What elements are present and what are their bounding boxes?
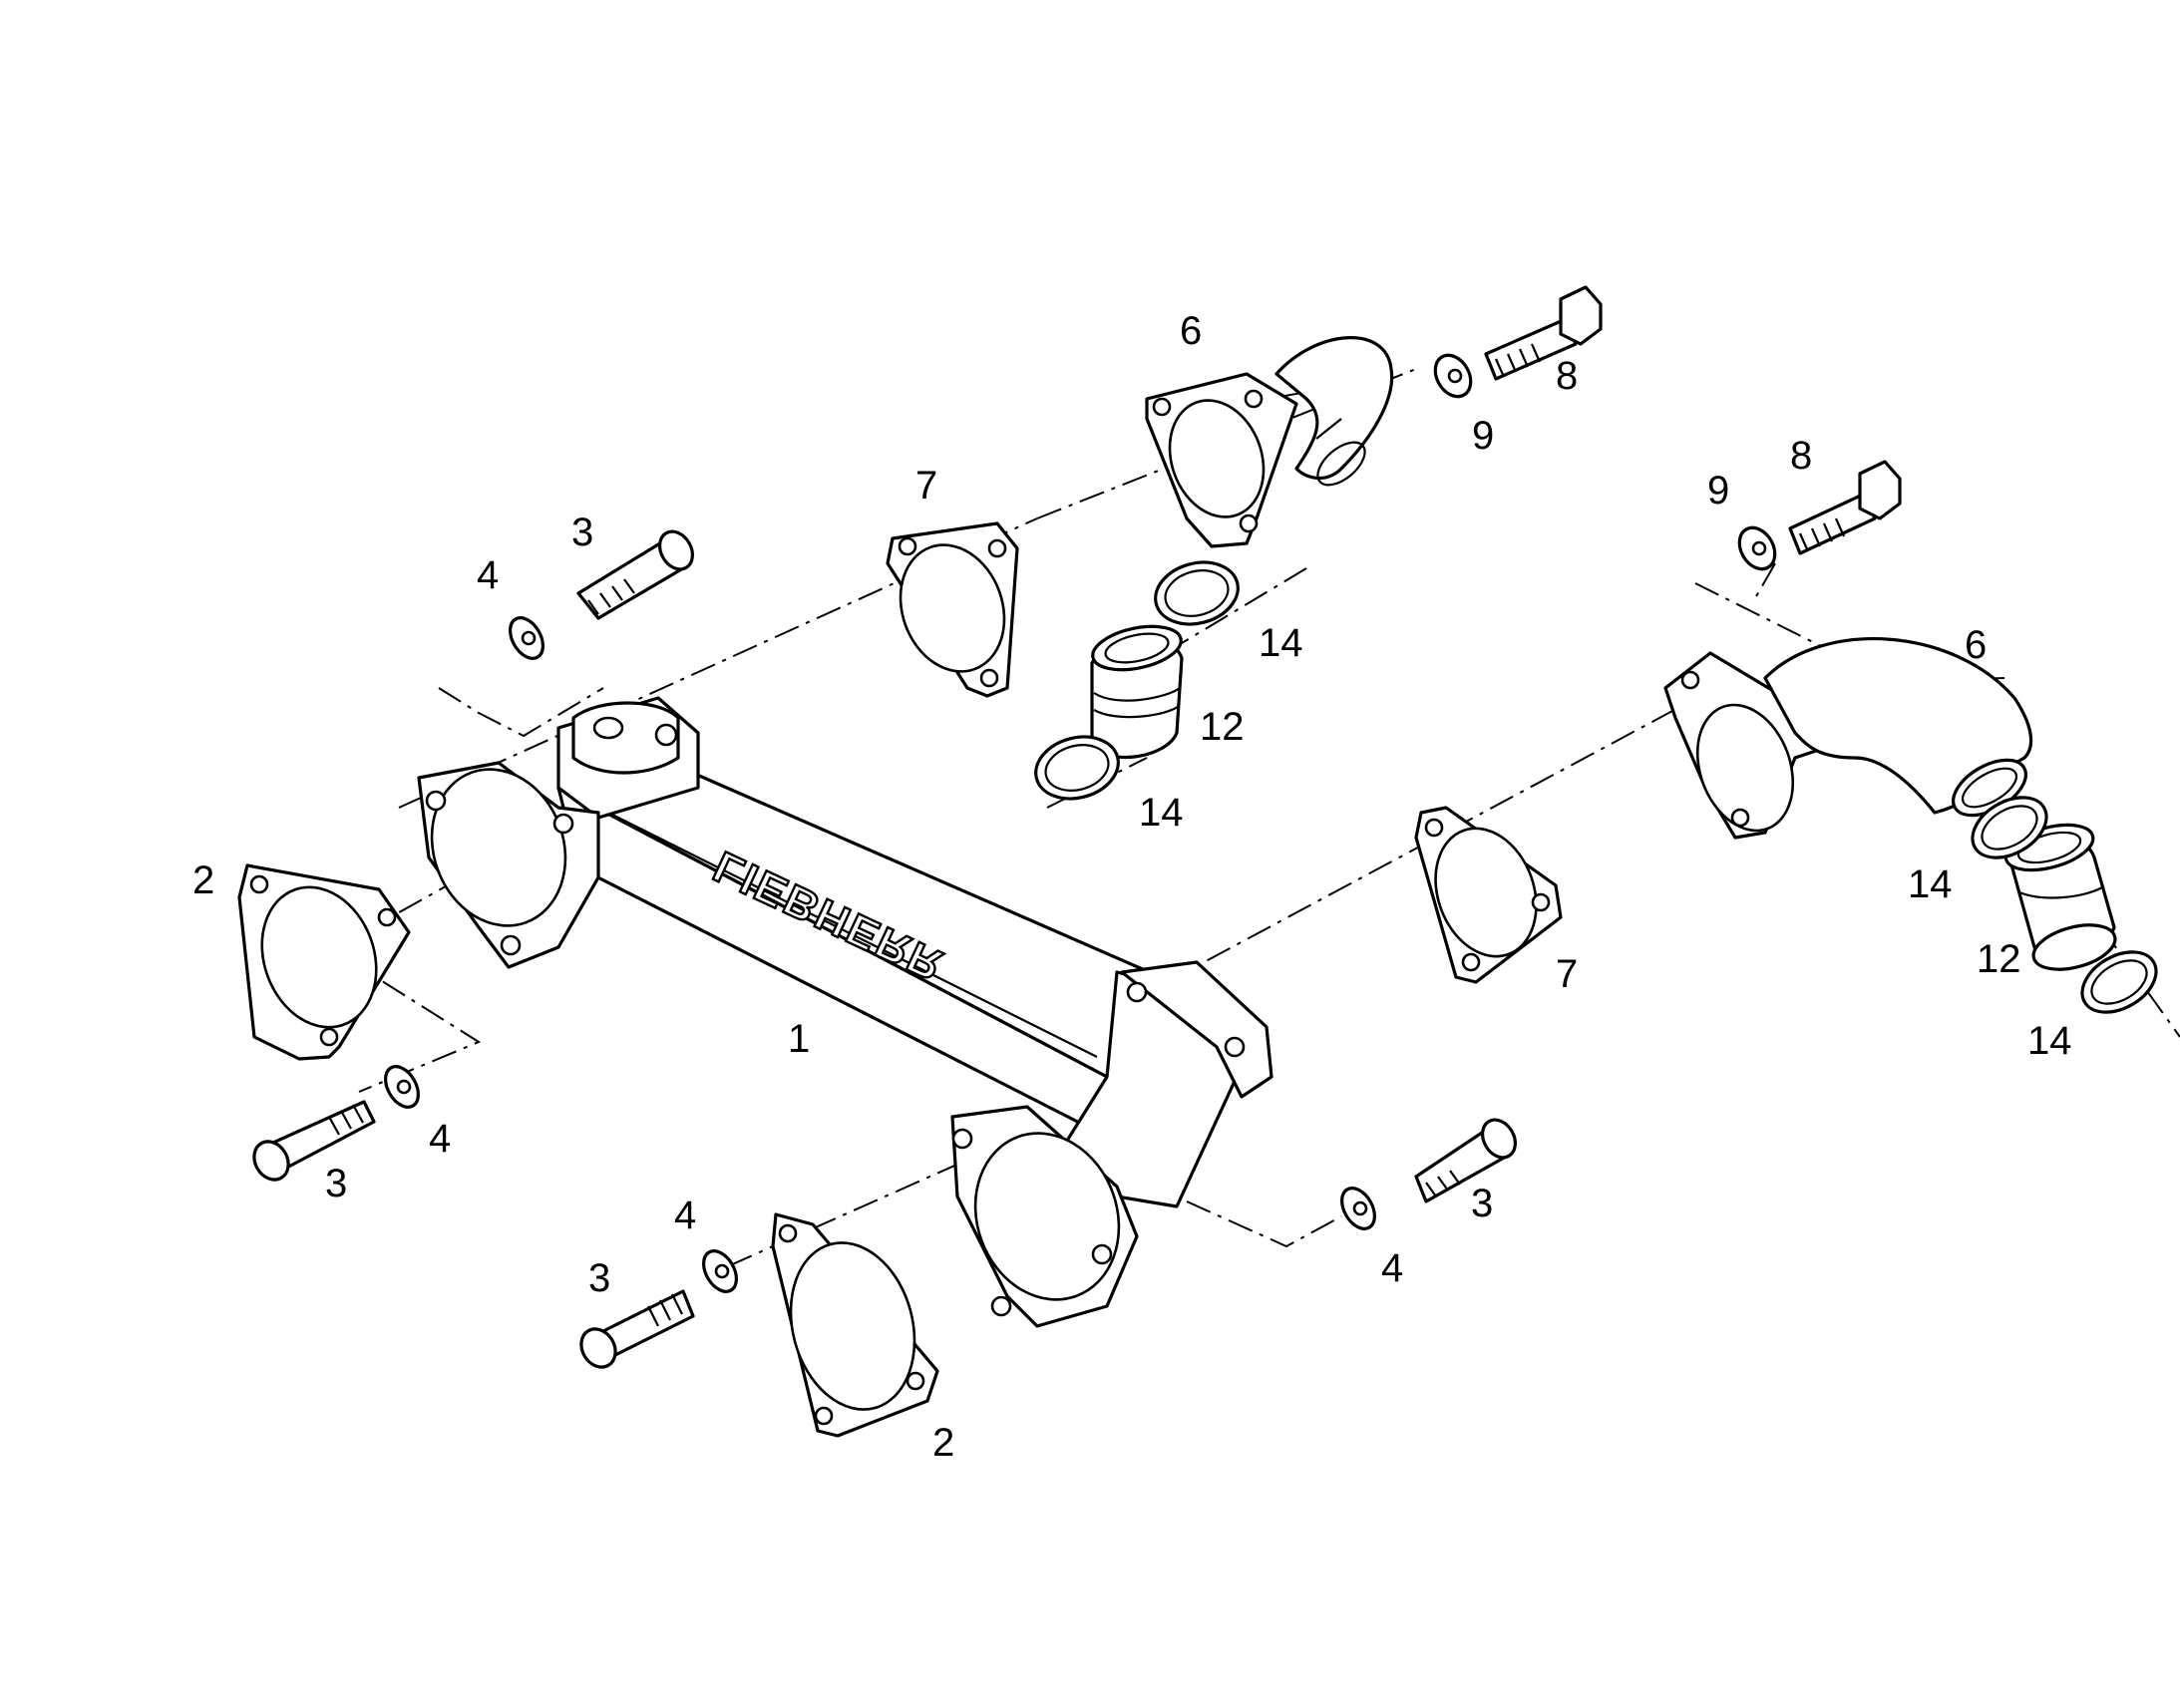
callout-14-right-upper: 14: [1908, 862, 1953, 906]
callout-2-left: 2: [192, 858, 214, 902]
callout-9-right: 9: [1707, 469, 1729, 512]
cross-pipe: LIEBHERR: [417, 696, 1273, 1328]
callout-8-right: 8: [1790, 434, 1812, 478]
cap-screw-left: [252, 1100, 376, 1182]
sleeve-upper: [1090, 624, 1184, 759]
callout-2-bottom: 2: [932, 1421, 954, 1465]
callout-4-left: 4: [429, 1117, 451, 1161]
hex-bolt-upper: [1484, 285, 1603, 381]
callout-8-upper: 8: [1556, 354, 1578, 398]
cap-screw-right: [1414, 1118, 1517, 1203]
callout-4-top: 4: [477, 553, 499, 597]
callout-14-right-lower: 14: [2027, 1019, 2072, 1063]
callout-3-left: 3: [325, 1162, 347, 1205]
elbow-upper: [1145, 336, 1394, 548]
callout-7-upper: 7: [915, 464, 937, 508]
callout-1: 1: [788, 1017, 810, 1061]
cap-screw-top-left: [576, 529, 694, 620]
callout-6-right: 6: [1965, 623, 1987, 667]
callout-12-right: 12: [1977, 937, 2021, 981]
elbow-right: [1663, 637, 2033, 840]
gasket-upper: [886, 521, 1019, 698]
hex-bolt-right: [1788, 460, 1902, 555]
callout-3-bottom: 3: [588, 1256, 610, 1300]
gasket-bottom: [771, 1212, 939, 1438]
callout-7-right: 7: [1556, 952, 1578, 996]
callout-4-right: 4: [1381, 1246, 1403, 1290]
washers-9: [1433, 353, 1777, 571]
o-rings: [1034, 560, 2158, 1014]
callout-3-top: 3: [571, 511, 593, 554]
washers-4: [384, 616, 1376, 1293]
gasket-right: [1414, 806, 1563, 984]
callout-6-upper: 6: [1180, 309, 1202, 353]
callout-3-right: 3: [1471, 1182, 1493, 1225]
callout-4-bottom: 4: [674, 1194, 696, 1237]
cap-screw-bottom: [579, 1289, 695, 1369]
callout-14-upper: 14: [1259, 621, 1303, 665]
callout-14-lower: 14: [1139, 791, 1184, 835]
gasket-left: [237, 863, 411, 1061]
callout-9-upper: 9: [1472, 414, 1494, 458]
callout-12-upper: 12: [1200, 705, 1245, 749]
callout-labels: 1 2 2 3 3 3 3 4 4 4 4 6 6 7 7 8 8 9 9 12…: [192, 309, 2072, 1465]
